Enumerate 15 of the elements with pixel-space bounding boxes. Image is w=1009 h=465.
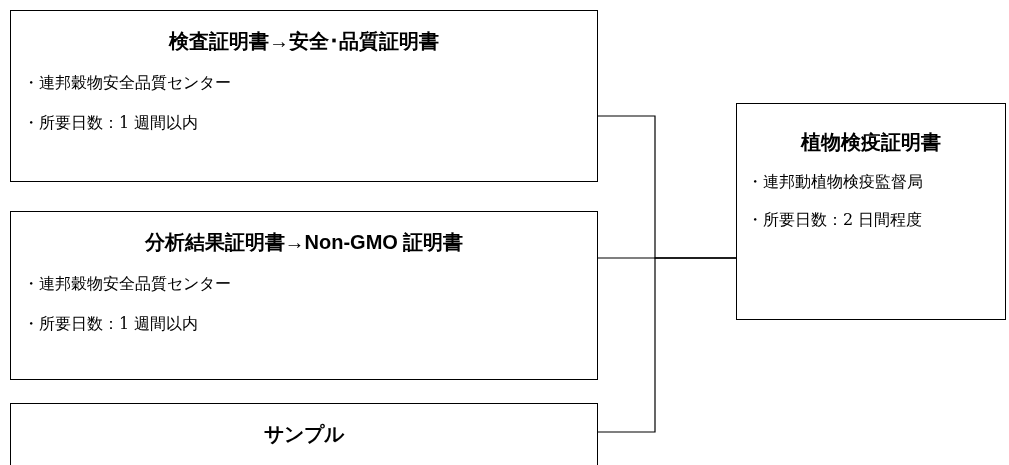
- connector-line: [597, 257, 737, 433]
- bullet-text: ・所要日数：1 週間以内: [23, 112, 199, 134]
- text-box: [10, 10, 598, 182]
- box-title: 植物検疫証明書: [799, 130, 942, 155]
- bullet-text: ・連邦穀物安全品質センター: [23, 273, 231, 295]
- text-box: [10, 403, 598, 465]
- text-box: [736, 103, 1006, 320]
- box-title: サンプル: [263, 422, 346, 447]
- bullet-text: ・連邦穀物安全品質センター: [23, 72, 231, 94]
- box-title: 検査証明書→安全･品質証明書: [167, 29, 440, 54]
- bullet-text: ・所要日数：1 週間以内: [23, 313, 199, 335]
- box-title: 分析結果証明書→Non-GMO 証明書: [143, 230, 465, 255]
- bullet-text: ・所要日数：2 日間程度: [747, 209, 923, 231]
- bullet-text: ・連邦動植物検疫監督局: [747, 171, 923, 193]
- text-box: [10, 211, 598, 380]
